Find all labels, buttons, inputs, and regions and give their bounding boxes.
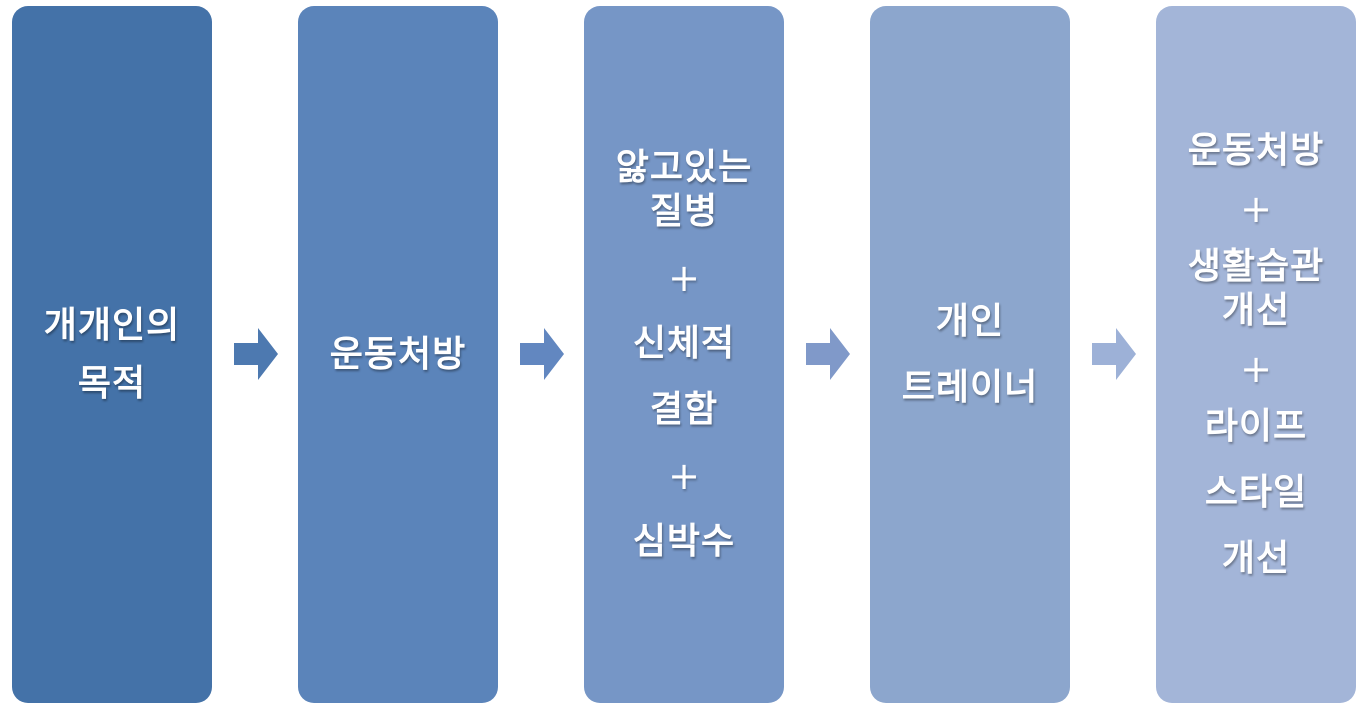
plus-sign: + [1240, 346, 1272, 391]
plus-sign: + [668, 453, 700, 498]
plus-sign: + [668, 255, 700, 300]
step-text: 트레이너 [901, 366, 1039, 408]
step-text: 신체적 [632, 322, 736, 364]
step-text: 라이프 [1204, 405, 1308, 447]
step-text: 운동처방 [1187, 129, 1325, 171]
step-text: 개개인의 [43, 304, 181, 346]
step-text: 개인 [935, 300, 1005, 342]
right-arrow-icon [520, 328, 564, 380]
step-text: 생활습관 [1187, 245, 1325, 287]
step-text: 목적 [77, 362, 147, 404]
step-box-health-factors: 앓고있는 질병 + 신체적 결함 + 심박수 [584, 6, 784, 703]
step-text: 질병 [649, 190, 719, 232]
step-box-lifestyle-improvement: 운동처방 + 생활습관 개선 + 라이프 스타일 개선 [1156, 6, 1356, 703]
step-text: 개선 [1221, 289, 1291, 331]
step-text: 운동처방 [329, 333, 467, 375]
right-arrow-icon [234, 328, 278, 380]
step-box-personal-trainer: 개인 트레이너 [870, 6, 1070, 703]
plus-sign: + [1240, 186, 1272, 231]
right-arrow-icon [1092, 328, 1136, 380]
step-text: 스타일 [1204, 471, 1308, 513]
right-arrow-icon [806, 328, 850, 380]
step-box-individual-goal: 개개인의 목적 [12, 6, 212, 703]
step-text: 개선 [1221, 537, 1291, 579]
step-text: 심박수 [632, 520, 736, 562]
step-text: 앓고있는 [615, 146, 753, 188]
step-text: 결함 [649, 388, 719, 430]
step-box-exercise-prescription: 운동처방 [298, 6, 498, 703]
